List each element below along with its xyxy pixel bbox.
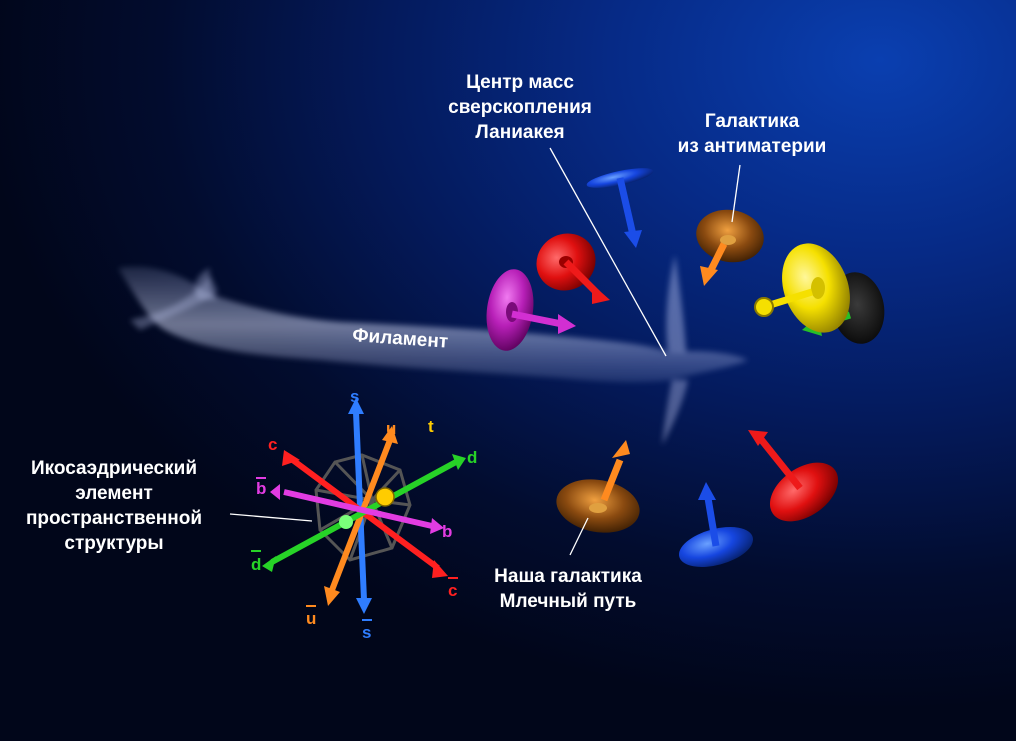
quark-d-bar-label: d — [251, 555, 261, 574]
quark-c-bar-label: c — [448, 581, 457, 600]
leader-icosahedral — [229, 513, 313, 522]
label-antimatter-line2: из антиматерии — [678, 136, 827, 157]
leader-milky-way — [569, 517, 589, 556]
quark-s-label: s — [350, 387, 359, 406]
quark-u-bar-label: u — [306, 609, 316, 628]
label-icosahedral-line2: элемент — [75, 483, 153, 504]
node-t — [375, 487, 395, 507]
label-mass-center-line3: Ланиакея — [475, 122, 564, 143]
label-antimatter-galaxy: Галактика из антиматерии — [678, 111, 827, 157]
galaxy-milky-way — [556, 440, 640, 533]
quark-d-label: d — [467, 448, 477, 467]
quark-b-bar-label: b — [256, 479, 266, 498]
filament-structure — [118, 255, 748, 445]
galaxy-blue-top — [586, 168, 654, 248]
leader-antimatter — [731, 164, 741, 223]
label-milky-way: Наша галактика Млечный путь — [494, 566, 642, 612]
galaxy-red-lower — [748, 430, 839, 522]
label-mass-center: Центр масс сверскопления Ланиакея — [448, 72, 592, 143]
label-icosahedral-line1: Икосаэдрический — [31, 458, 197, 479]
galaxy-yellow — [754, 243, 850, 333]
quark-u-label: u — [386, 419, 396, 438]
label-mass-center-line2: сверскопления — [448, 97, 592, 118]
icosahedral-element: s u t c d b b d u s c — [251, 387, 477, 642]
quark-s-bar-label: s — [362, 623, 371, 642]
leader-mass-center — [549, 147, 667, 357]
label-mass-center-line1: Центр масс — [466, 72, 574, 93]
galaxy-red-upper — [536, 233, 610, 304]
label-icosahedral: Икосаэдрический элемент пространственной… — [26, 458, 202, 554]
node-center — [339, 515, 353, 529]
label-icosahedral-line3: пространственной — [26, 508, 202, 529]
galaxy-brown-antimatter — [696, 209, 764, 286]
quark-c-label: c — [268, 435, 277, 454]
icosahedron-wireframe — [314, 453, 412, 562]
leader-lines — [229, 147, 741, 556]
galaxy-blue-lower — [679, 482, 753, 567]
quark-b-label: b — [442, 522, 452, 541]
label-icosahedral-line4: структуры — [64, 533, 163, 554]
quark-t-label: t — [428, 417, 434, 436]
label-antimatter-line1: Галактика — [705, 111, 800, 132]
galaxy-purple — [486, 269, 576, 351]
arrow-b — [283, 489, 433, 529]
label-milky-way-line1: Наша галактика — [494, 566, 642, 587]
arrow-s — [353, 411, 367, 601]
label-milky-way-line2: Млечный путь — [500, 591, 637, 612]
